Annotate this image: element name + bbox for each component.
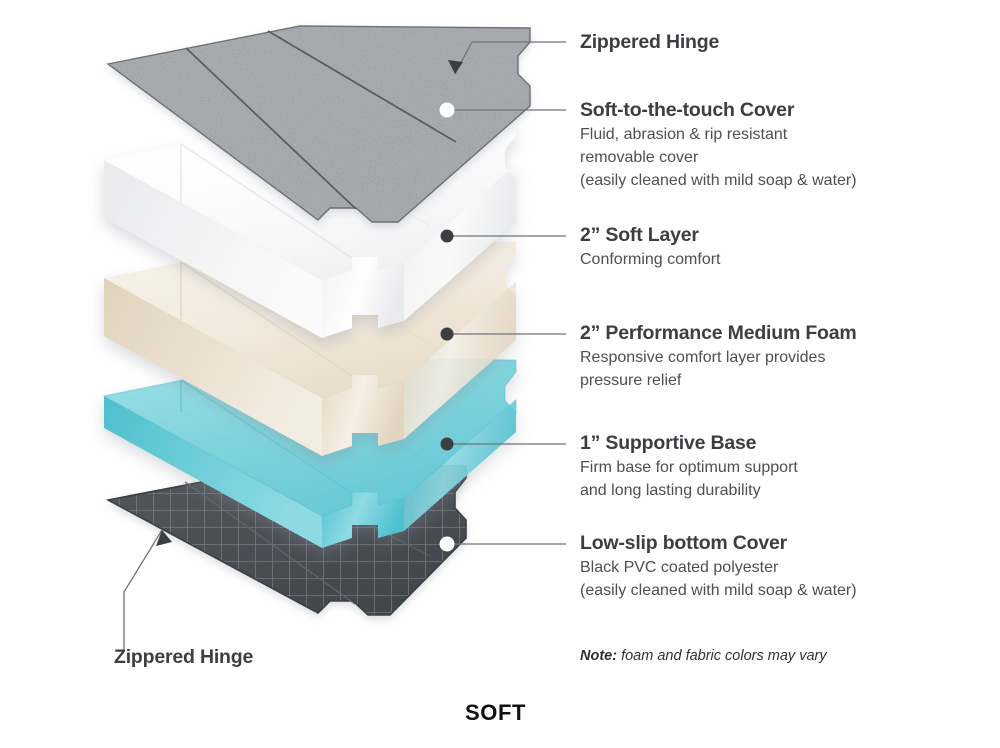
callout-title-soft-layer: 2” Soft Layer bbox=[580, 224, 699, 246]
callout-desc-bottom-cover: Black PVC coated polyester (easily clean… bbox=[580, 557, 857, 602]
callout-performance-medium-foam: 2” Performance Medium Foam Responsive co… bbox=[580, 322, 857, 393]
color-variance-note: Note: foam and fabric colors may vary bbox=[580, 648, 827, 664]
callout-desc-top-cover: Fluid, abrasion & rip resistant removabl… bbox=[580, 124, 857, 192]
leader-arrowheads bbox=[156, 60, 463, 546]
marker-soft-layer bbox=[440, 229, 454, 243]
desc-line: (easily cleaned with mild soap & water) bbox=[580, 171, 857, 189]
desc-line: Black PVC coated polyester bbox=[580, 559, 779, 577]
arrowhead-top bbox=[448, 60, 463, 74]
callout-title-supportive-base: 1” Supportive Base bbox=[580, 432, 757, 454]
callout-title-bottom-cover: Low-slip bottom Cover bbox=[580, 532, 788, 554]
callout-soft-to-the-touch-cover: Soft-to-the-touch Cover Fluid, abrasion … bbox=[580, 99, 857, 193]
desc-line: and long lasting durability bbox=[580, 482, 761, 500]
marker-supportive-base bbox=[440, 437, 454, 451]
marker-medium-foam bbox=[440, 327, 454, 341]
callout-title-top-cover: Soft-to-the-touch Cover bbox=[580, 99, 795, 121]
note-prefix: Note: bbox=[580, 648, 618, 664]
desc-line: Responsive comfort layer provides bbox=[580, 349, 826, 367]
callout-soft-layer: 2” Soft Layer Conforming comfort bbox=[580, 224, 721, 272]
arrowhead-bottom bbox=[156, 530, 172, 546]
desc-line: pressure relief bbox=[580, 372, 682, 390]
note-body: foam and fabric colors may vary bbox=[617, 648, 827, 664]
marker-top-cover bbox=[439, 102, 455, 118]
leader-zippered-hinge-bottom bbox=[123, 529, 163, 650]
callout-desc-medium-foam: Responsive comfort layer provides pressu… bbox=[580, 347, 857, 392]
callout-supportive-base: 1” Supportive Base Firm base for optimum… bbox=[580, 432, 798, 503]
label-zippered-hinge-bottom: Zippered Hinge bbox=[114, 646, 254, 668]
callout-desc-soft-layer: Conforming comfort bbox=[580, 249, 721, 272]
layer-soft-to-the-touch-cover bbox=[106, 25, 531, 223]
callout-desc-supportive-base: Firm base for optimum support and long l… bbox=[580, 457, 798, 502]
desc-line: Conforming comfort bbox=[580, 251, 721, 269]
marker-bottom-cover bbox=[439, 536, 455, 552]
callout-title-medium-foam: 2” Performance Medium Foam bbox=[580, 322, 857, 344]
firmness-label: SOFT bbox=[465, 700, 527, 725]
label-zippered-hinge-top: Zippered Hinge bbox=[580, 31, 720, 53]
desc-line: Fluid, abrasion & rip resistant bbox=[580, 126, 788, 144]
callout-markers bbox=[439, 102, 455, 552]
desc-line: Firm base for optimum support bbox=[580, 459, 798, 477]
callout-low-slip-bottom-cover: Low-slip bottom Cover Black PVC coated p… bbox=[580, 532, 857, 603]
desc-line: removable cover bbox=[580, 149, 699, 167]
desc-line: (easily cleaned with mild soap & water) bbox=[580, 582, 857, 600]
